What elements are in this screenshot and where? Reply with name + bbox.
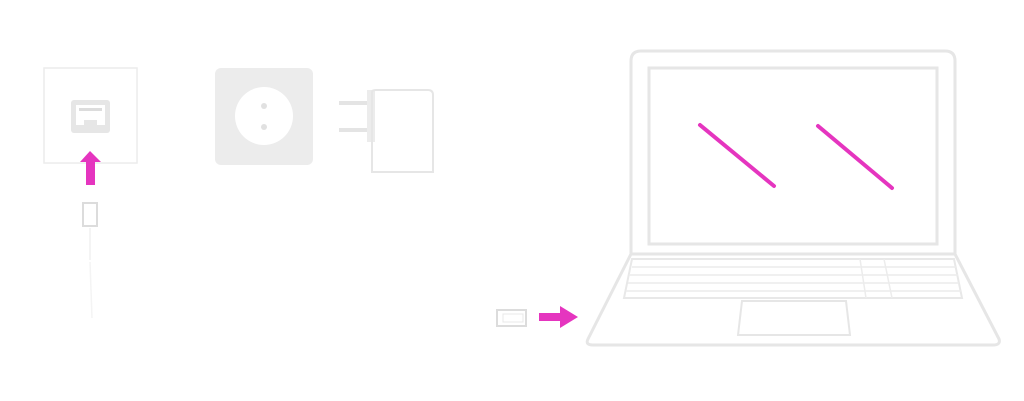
insert-up-arrow-icon [80, 151, 101, 185]
power-adapter-icon [339, 89, 434, 173]
ethernet-wall-jack-icon [43, 67, 138, 164]
power-socket-icon [215, 68, 313, 165]
usb-c-plug-icon [496, 309, 527, 327]
laptop-icon [585, 49, 1001, 347]
insert-right-arrow-icon [539, 306, 578, 328]
ethernet-cable-icon [82, 202, 98, 319]
